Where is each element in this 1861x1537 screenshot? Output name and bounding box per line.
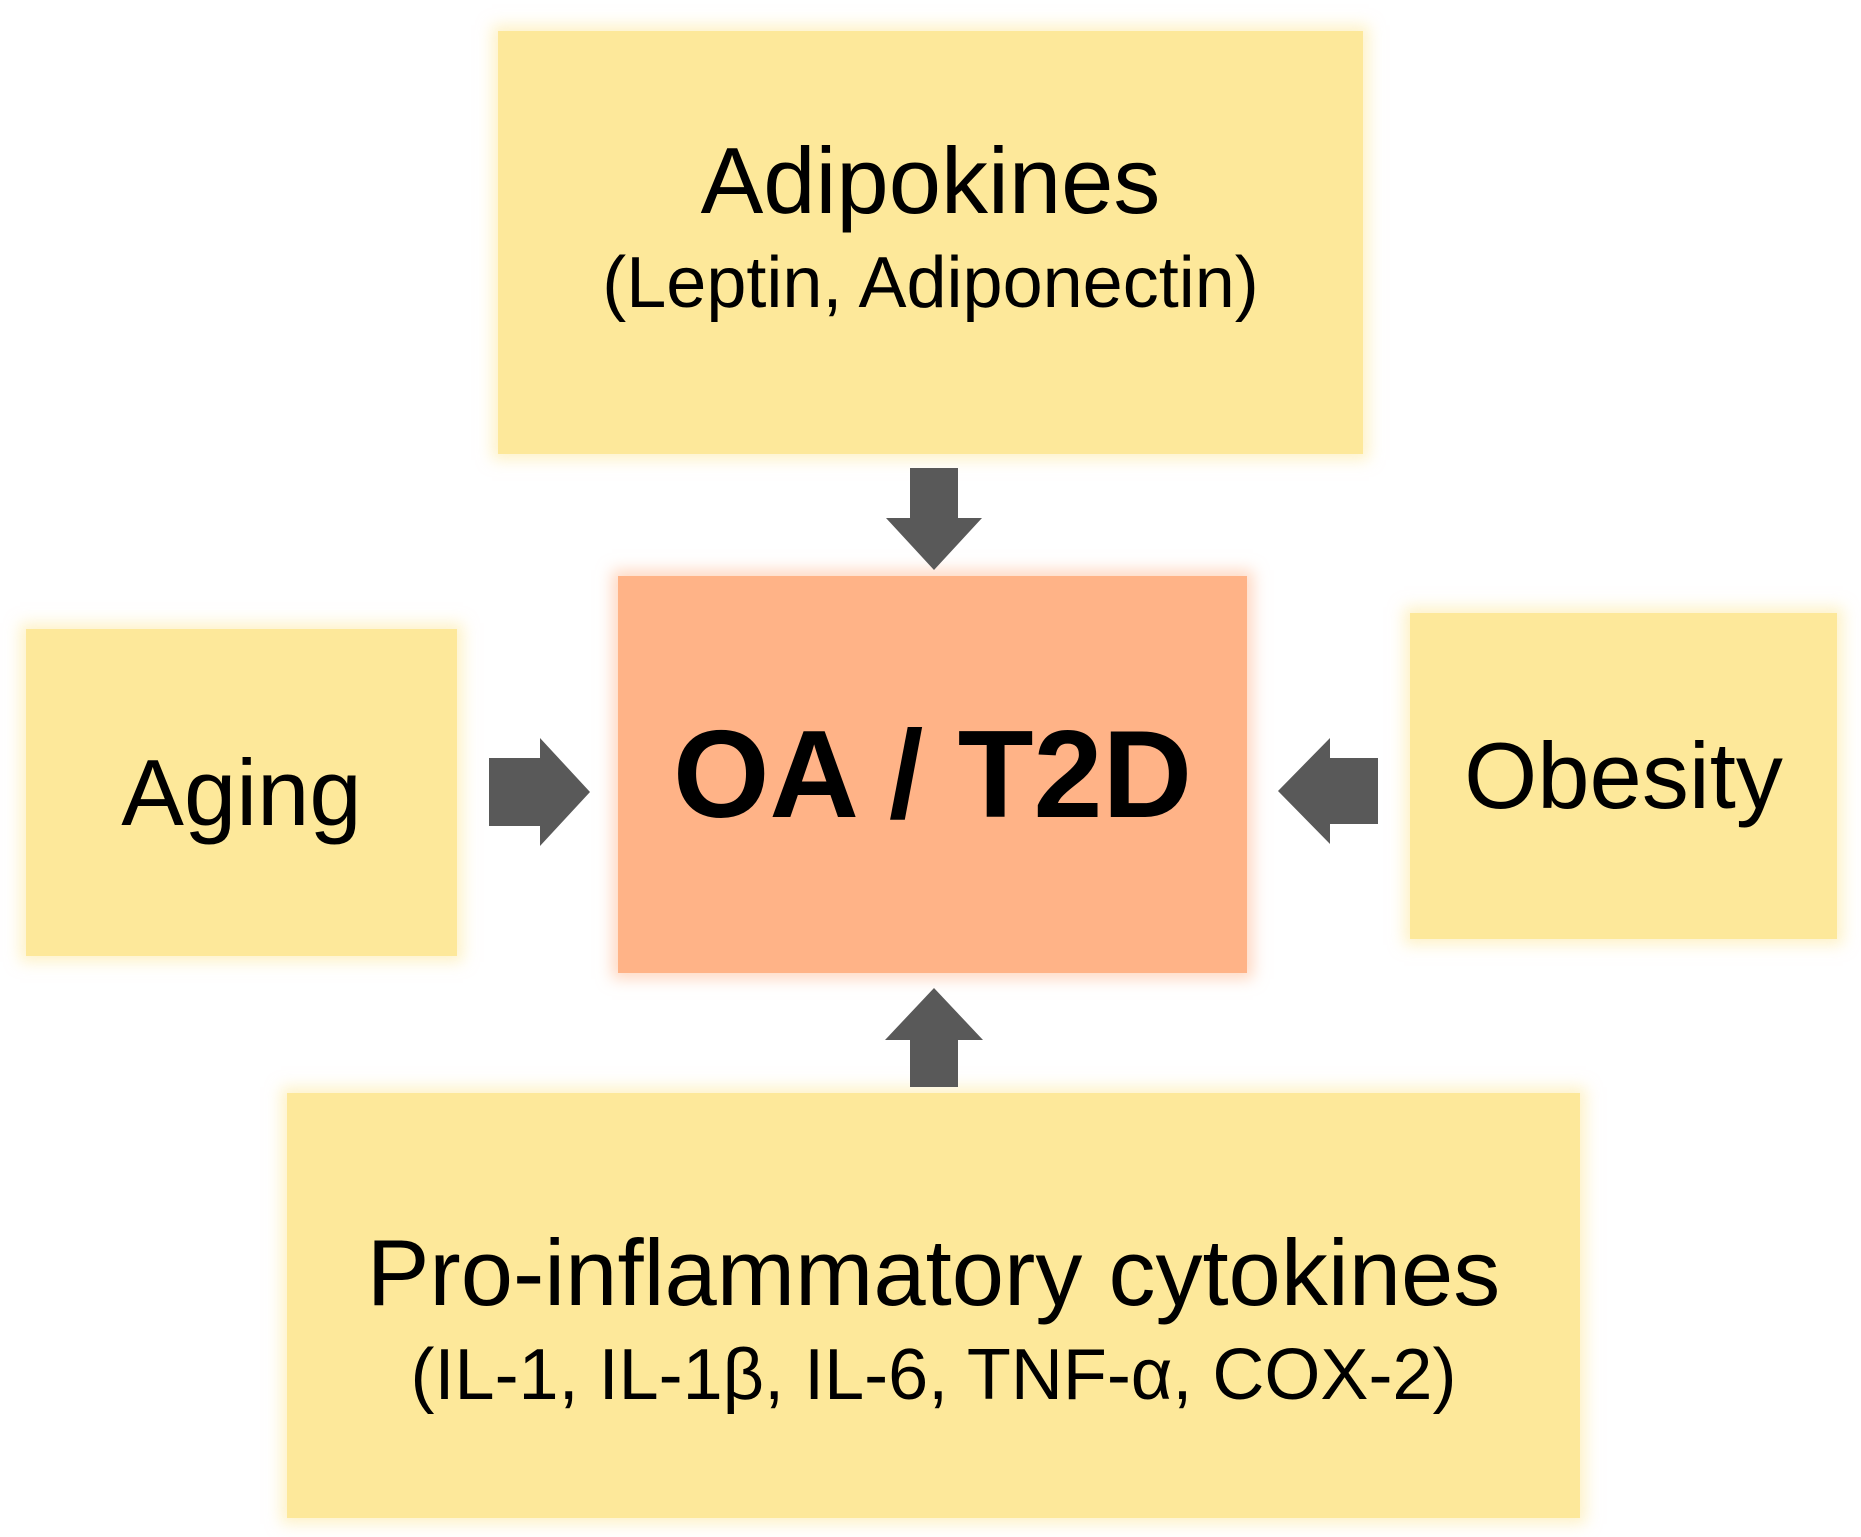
obesity-box: Obesity — [1410, 613, 1837, 939]
oa-t2d-box: OA / T2D — [618, 576, 1247, 973]
obesity-label: Obesity — [1464, 723, 1783, 828]
arrow-right-icon — [489, 738, 590, 846]
cytokines-title: Pro-inflammatory cytokines — [366, 1220, 1501, 1325]
adipokines-box: Adipokines (Leptin, Adiponectin) — [498, 31, 1363, 454]
oa-t2d-label: OA / T2D — [672, 705, 1192, 844]
cytokines-box: Pro-inflammatory cytokines (IL-1, IL-1β,… — [287, 1093, 1580, 1518]
aging-box: Aging — [26, 629, 457, 956]
aging-label: Aging — [121, 739, 362, 845]
arrow-down-icon — [886, 468, 982, 570]
arrow-left-icon — [1278, 738, 1378, 844]
adipokines-title: Adipokines — [700, 128, 1161, 233]
adipokines-subtitle: (Leptin, Adiponectin) — [602, 243, 1259, 324]
cytokines-subtitle: (IL-1, IL-1β, IL-6, TNF-α, COX-2) — [410, 1335, 1457, 1416]
arrow-up-icon — [885, 988, 983, 1087]
